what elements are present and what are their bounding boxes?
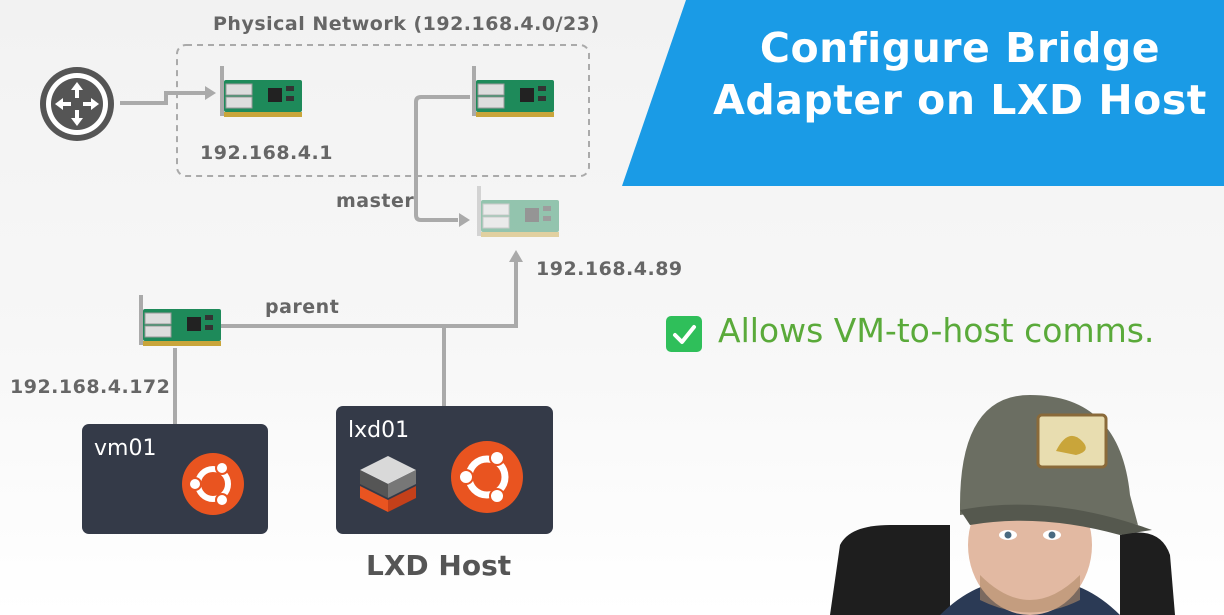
master-label: master <box>336 190 415 212</box>
router-icon <box>40 67 114 141</box>
vm-ip-label: 192.168.4.172 <box>10 376 171 398</box>
master-link <box>414 95 470 222</box>
banner-title-line2: Adapter on LXD Host <box>713 76 1207 124</box>
network-card-icon <box>138 294 222 347</box>
vm01-box: vm01 <box>82 424 268 534</box>
vm-name-label: vm01 <box>94 436 157 461</box>
network-card-icon <box>219 65 303 118</box>
router-link-arrow <box>120 91 206 105</box>
network-card-icon <box>476 185 560 238</box>
router-link-arrowhead <box>205 86 216 100</box>
lxd-logo-icon <box>360 456 416 512</box>
lxd-host-caption: LXD Host <box>366 549 512 582</box>
parent-label: parent <box>265 296 340 318</box>
lxd01-box: lxd01 <box>336 406 553 534</box>
physical-network-boundary <box>176 44 590 177</box>
host-name-label: lxd01 <box>348 418 410 443</box>
banner-title-line1: Configure Bridge <box>759 24 1161 72</box>
parent-link-arrowhead <box>509 250 523 262</box>
bridge-ip-label: 192.168.4.89 <box>536 258 683 280</box>
parent-link <box>221 260 518 328</box>
checkmark-icon <box>666 316 702 352</box>
banner-title: Configure Bridge Adapter on LXD Host <box>700 22 1220 126</box>
master-link-arrowhead <box>459 213 470 227</box>
router-ip-label: 192.168.4.1 <box>200 142 333 164</box>
feature-text: Allows VM-to-host comms. <box>718 311 1155 350</box>
network-card-icon <box>471 65 555 118</box>
ubuntu-logo-icon <box>182 453 244 515</box>
ubuntu-logo-icon <box>451 441 523 513</box>
presenter-webcam <box>830 395 1175 615</box>
physical-network-label: Physical Network (192.168.4.0/23) <box>213 13 600 35</box>
